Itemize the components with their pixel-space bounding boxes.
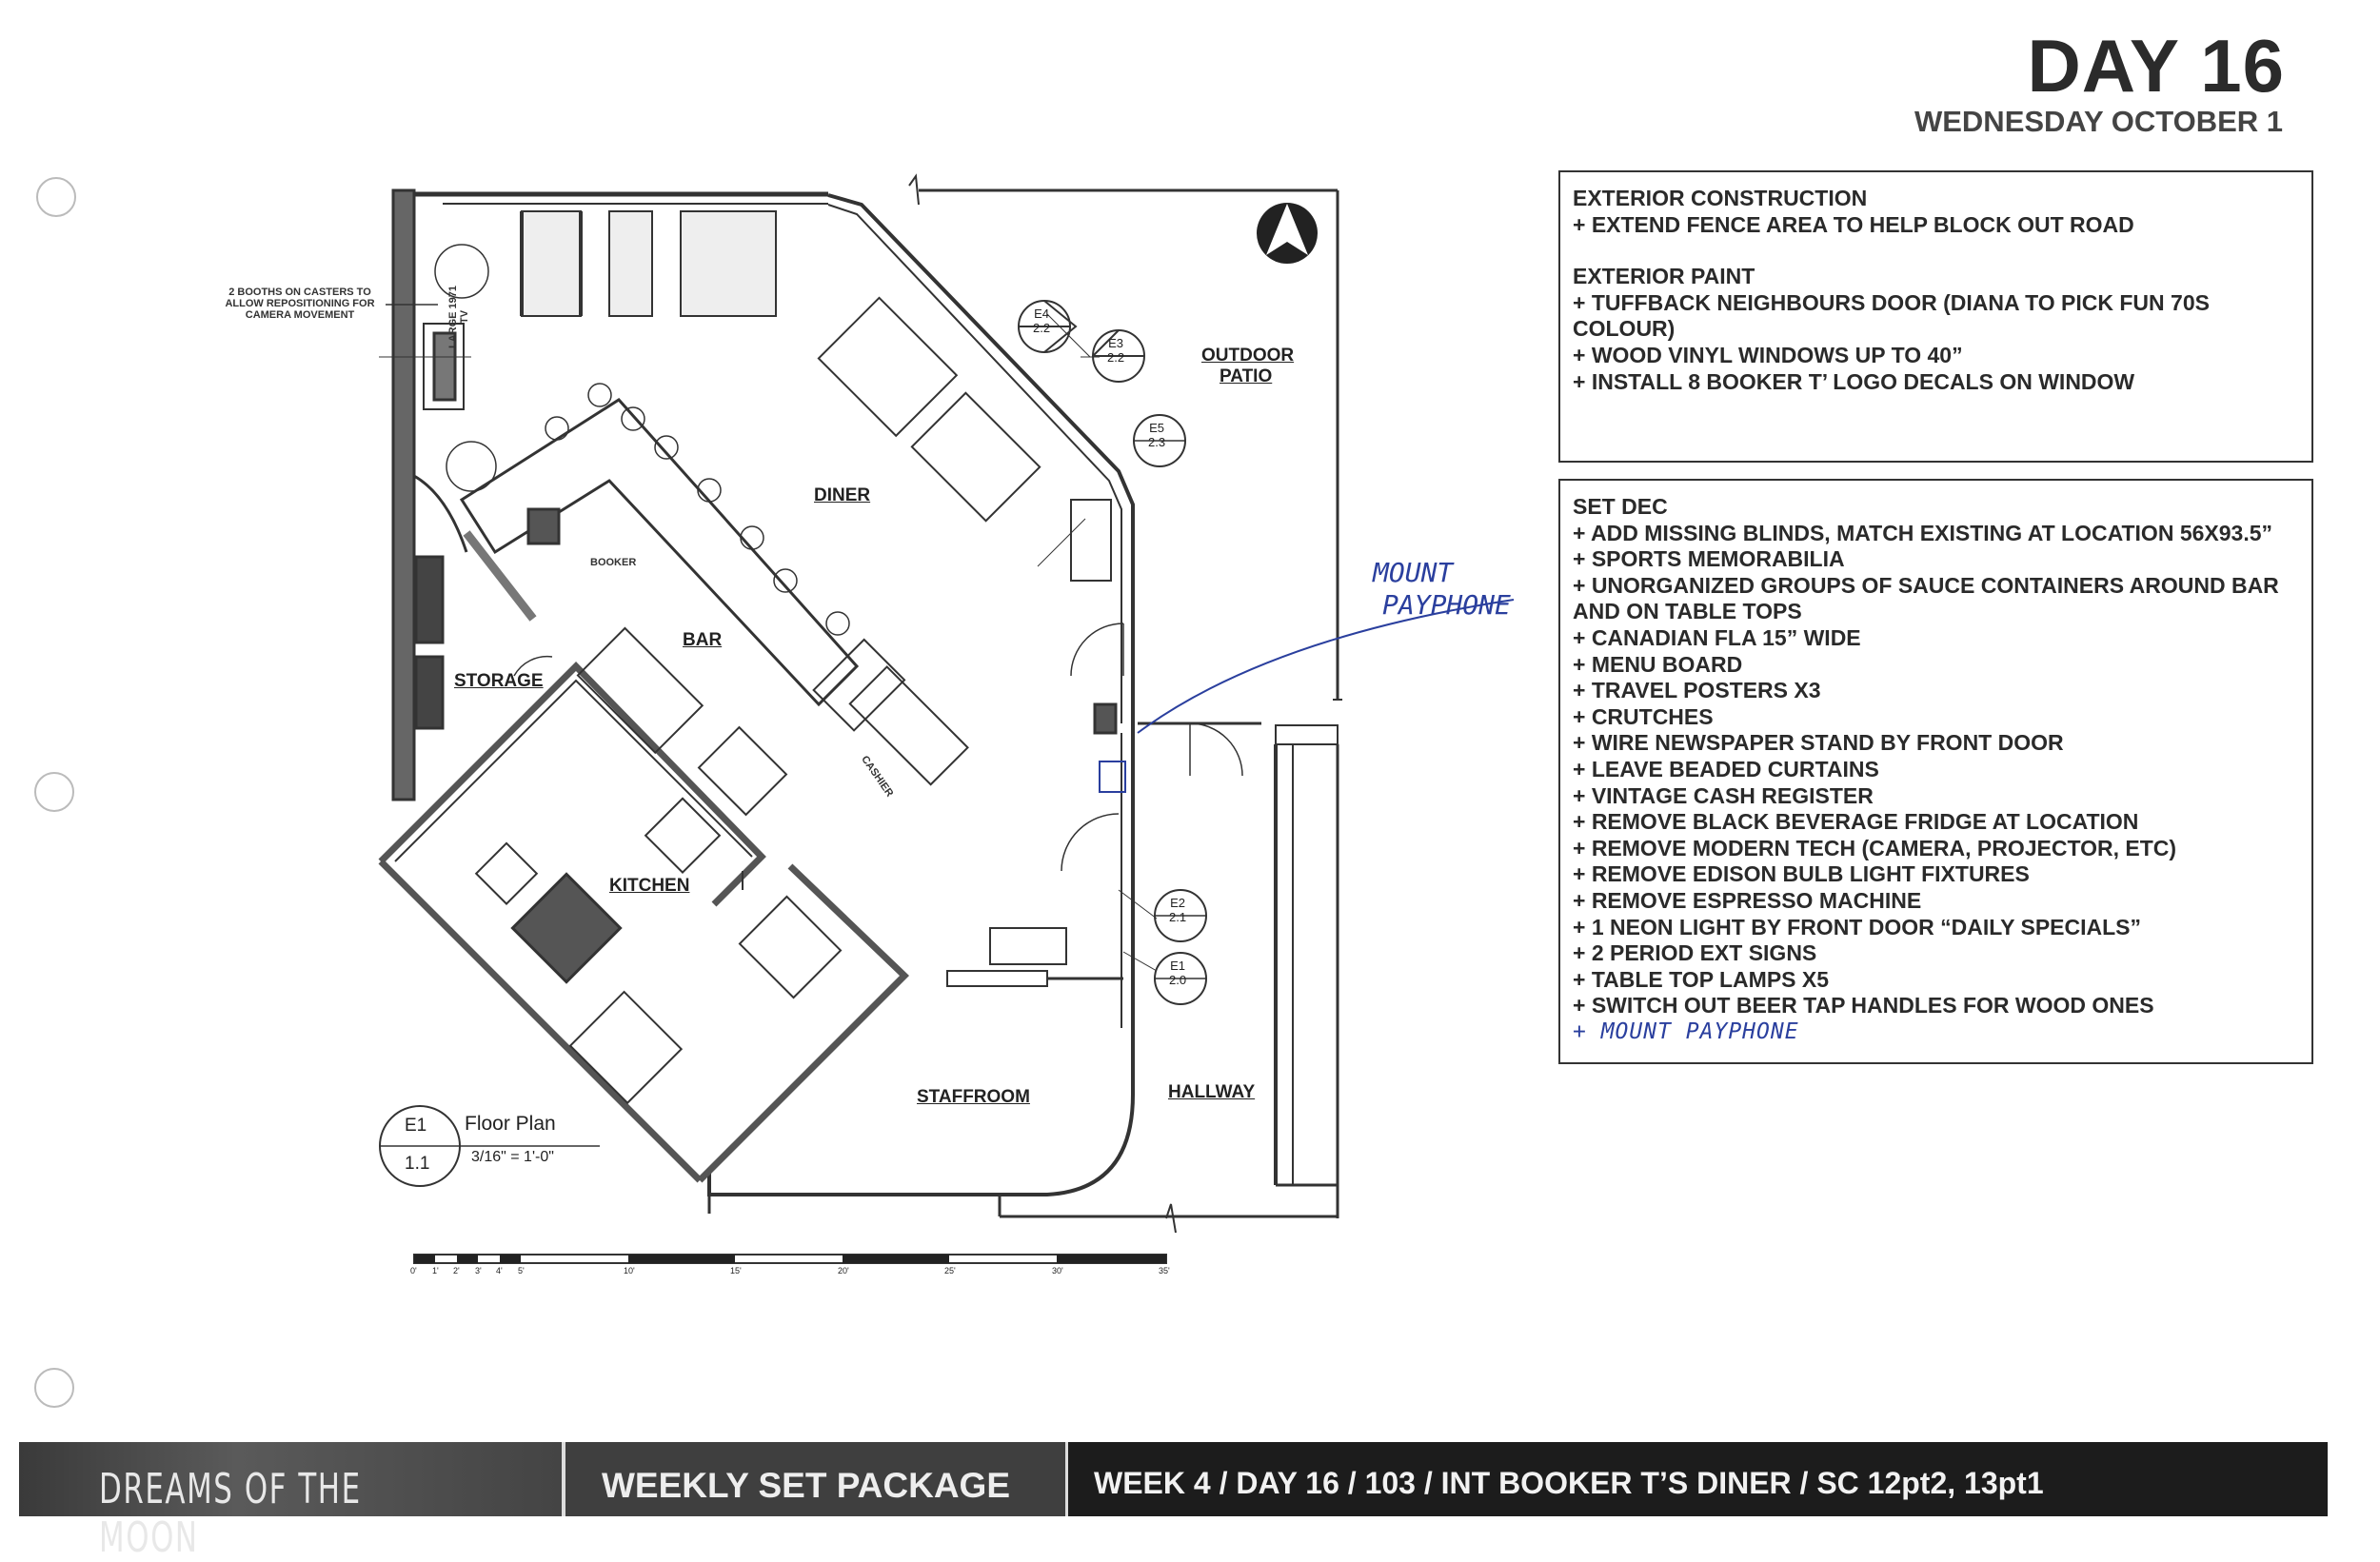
list-item: + MENU BOARD [1573,651,1743,677]
floor-plan-tag-num: 1.1 [405,1154,430,1174]
room-label-staffroom: STAFFROOM [917,1087,1030,1107]
list-item: + REMOVE BLACK BEVERAGE FRIDGE AT LOCATI… [1573,809,2139,835]
set-dec-notes-box: SET DEC + ADD MISSING BLINDS, MATCH EXIS… [1558,479,2313,1064]
list-item: + 2 PERIOD EXT SIGNS [1573,940,1817,966]
list-item: + SWITCH OUT BEER TAP HANDLES FOR WOOD O… [1573,993,2154,1018]
binder-hole [36,177,76,217]
floor-plan-tag-id: E1 [405,1116,427,1136]
room-label-diner: DINER [814,485,871,505]
scale-tick: 0' [410,1266,417,1275]
list-item: + INSTALL 8 BOOKER T’ LOGO DECALS ON WIN… [1573,368,2135,394]
room-label-outdoor: OUTDOOR [1201,346,1295,366]
binder-hole [34,772,74,812]
scale-tick: 15' [730,1266,742,1275]
scale-tick: 3' [475,1266,482,1275]
footer-package: WEEKLY SET PACKAGE [565,1442,1065,1516]
scale-tick: 25' [944,1266,956,1275]
room-label-hallway: HALLWAY [1168,1082,1256,1102]
scale-tick: 30' [1052,1266,1063,1275]
scale-tick: 20' [838,1266,849,1275]
list-item: + REMOVE ESPRESSO MACHINE [1573,887,1922,913]
room-label-patio: PATIO [1220,366,1273,386]
handwritten-payphone-note: MOUNT PAYPHONE [1373,557,1511,621]
footer-divider [1065,1442,1068,1516]
list-item: + WIRE NEWSPAPER STAND BY FRONT DOOR [1573,730,2064,756]
binder-hole [34,1368,74,1408]
day-date: WEDNESDAY OCTOBER 1 [1914,105,2283,138]
list-item: + REMOVE EDISON BULB LIGHT FIXTURES [1573,861,2030,887]
list-item: COLOUR) [1573,316,1676,342]
list-item: + TABLE TOP LAMPS X5 [1573,966,1830,992]
list-item: + CANADIAN FLA 15” WIDE [1573,624,1861,650]
handwritten-list-item: + MOUNT PAYPHONE [1573,1018,1799,1044]
list-item: + TUFFBACK NEIGHBOURS DOOR (DIANA TO PIC… [1573,289,2210,315]
list-item: + REMOVE MODERN TECH (CAMERA, PROJECTOR,… [1573,835,2177,860]
west-wall [391,188,416,801]
list-item: + WOOD VINYL WINDOWS UP TO 40” [1573,342,1963,367]
floor-plan-scale: 3/16" = 1'-0" [471,1149,554,1165]
list-item: + SPORTS MEMORABILIA [1573,546,1845,572]
list-item: + TRAVEL POSTERS X3 [1573,678,1821,703]
footer-brand: DREAMS OF THE MOON [19,1442,562,1562]
list-item: + VINTAGE CASH REGISTER [1573,782,1874,808]
floor-plan-title: Floor Plan [465,1113,556,1135]
room-label-kitchen: KITCHEN [609,876,690,896]
exterior-paint-heading: EXTERIOR PAINT [1573,264,1755,289]
tv-label: LARGE 1971 TV [447,285,470,349]
footer-divider [562,1442,565,1516]
window-wall [827,193,1135,723]
scale-tick: 2' [453,1266,460,1275]
set-dec-heading: SET DEC [1573,494,1668,519]
exterior-notes-box: EXTERIOR CONSTRUCTION + EXTEND FENCE ARE… [1558,170,2313,463]
list-item: + UNORGANIZED GROUPS OF SAUCE CONTAINERS… [1573,572,2279,598]
brand-title: DREAMS OF THE MOON [99,1465,362,1562]
room-label-storage: STORAGE [454,671,544,691]
list-item: + CRUTCHES [1573,703,1714,729]
episode-details: WEEK 4 / DAY 16 / 103 / INT BOOKER T’S D… [1094,1466,2044,1500]
scale-tick: 4' [496,1266,503,1275]
exterior-construction-heading: EXTERIOR CONSTRUCTION [1573,186,1868,210]
footer-bar: DREAMS OF THE MOON WEEKLY SET PACKAGE WE… [19,1442,2328,1562]
footer-details: WEEK 4 / DAY 16 / 103 / INT BOOKER T’S D… [1068,1442,2328,1516]
booker-label: BOOKER [590,557,637,568]
scale-tick: 35' [1159,1266,1170,1275]
list-item: + 1 NEON LIGHT BY FRONT DOOR “DAILY SPEC… [1573,914,2142,939]
package-title: WEEKLY SET PACKAGE [602,1466,1011,1505]
scale-tick: 10' [624,1266,635,1275]
scale-tick: 5' [518,1266,525,1275]
list-item: + EXTEND FENCE AREA TO HELP BLOCK OUT RO… [1573,211,2134,237]
booths-note: 2 BOOTHS ON CASTERS TO ALLOW REPOSITIONI… [225,287,375,321]
list-item: + LEAVE BEADED CURTAINS [1573,756,1879,781]
list-item: AND ON TABLE TOPS [1573,599,1802,624]
room-label-bar: BAR [683,630,723,650]
scale-tick: 1' [432,1266,439,1275]
list-item: + ADD MISSING BLINDS, MATCH EXISTING AT … [1573,520,2273,545]
day-title: DAY 16 [2027,24,2285,108]
